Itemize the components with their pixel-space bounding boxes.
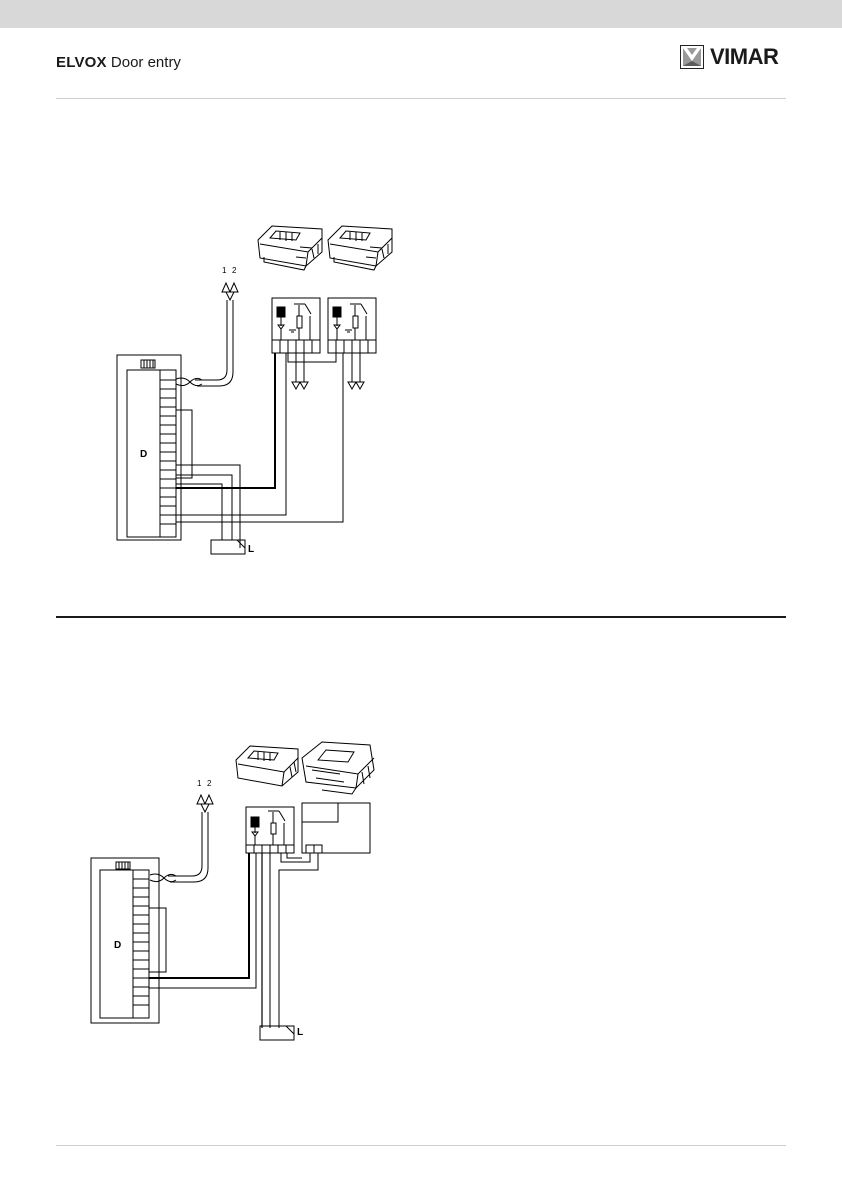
terminal-label-2-bottom: 2: [207, 779, 212, 788]
terminal-label-1-bottom: 1: [197, 779, 202, 788]
door-lock-bottom: [260, 1026, 294, 1040]
panel-label-bottom: D: [114, 940, 121, 951]
power-supply-bottom: [302, 803, 370, 853]
din-module-bottom-right-drawing: [302, 742, 374, 794]
relay-module-bottom: [246, 807, 294, 853]
panel-terminal-strip-bottom: [133, 879, 149, 1005]
din-module-bottom-left-drawing: [236, 746, 298, 786]
entrance-panel-bottom: [91, 858, 159, 1023]
lock-label-bottom: L: [297, 1027, 303, 1038]
